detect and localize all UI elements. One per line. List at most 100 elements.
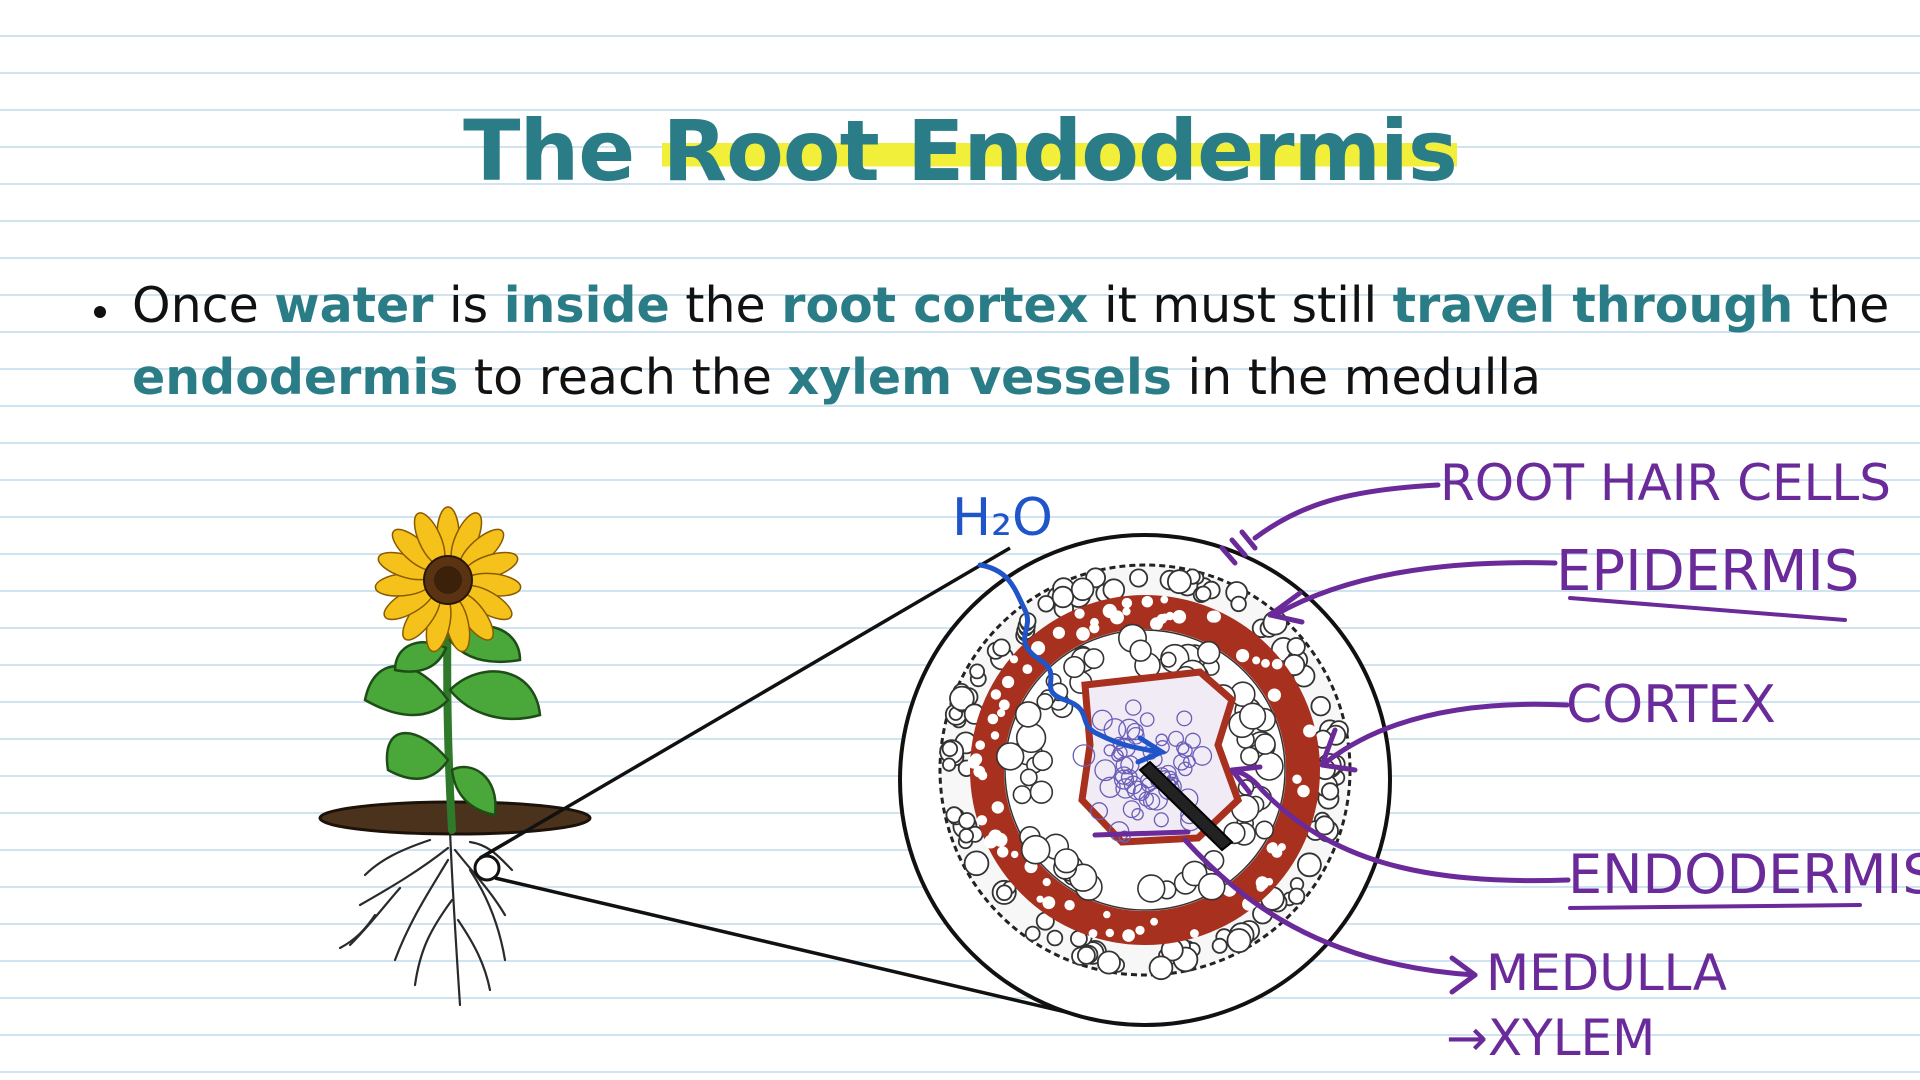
endodermis-cell <box>1165 611 1175 621</box>
xylem-cell <box>1173 753 1190 771</box>
endodermis-cell <box>990 731 1000 740</box>
xylem-cell <box>1099 776 1121 798</box>
cortex-cell <box>1238 702 1267 730</box>
text: to reach the <box>458 349 788 406</box>
endodermis-cell <box>1261 658 1270 668</box>
endodermis-cell <box>1160 595 1169 604</box>
endodermis-cell <box>1303 724 1317 738</box>
cortex-cell <box>1083 648 1105 670</box>
endodermis-cell <box>967 756 980 769</box>
epidermis-arrow <box>1272 560 1558 618</box>
cortex-cell <box>1063 655 1086 679</box>
text: is <box>433 277 504 334</box>
endodermis-cell <box>1141 596 1154 608</box>
bullet-point: Once water is inside the root cortex it … <box>88 270 1912 414</box>
cortex-cell <box>1196 640 1221 665</box>
cortex-cell <box>1197 872 1226 901</box>
root-cross-section <box>898 533 1392 1027</box>
epidermis-cell <box>1321 782 1340 801</box>
endodermis-cell <box>1236 649 1250 663</box>
label-medulla: MEDULLA <box>1486 944 1727 1002</box>
epidermis-cell <box>992 638 1011 657</box>
epidermis-cell <box>1314 815 1335 836</box>
epidermis-cell <box>1310 696 1331 717</box>
endodermis-cell <box>1135 925 1145 935</box>
endodermis-cell <box>1208 610 1221 623</box>
xylem-cell <box>1108 821 1130 842</box>
keyword: inside <box>503 277 670 334</box>
endodermis-cell <box>1088 929 1098 938</box>
xylem-cell <box>1118 718 1141 741</box>
epidermis-cell <box>1195 585 1212 603</box>
epidermis-cell <box>1070 577 1095 602</box>
label-cortex: CORTEX <box>1566 675 1776 735</box>
cortex-cell <box>1012 785 1032 805</box>
title-highlight: Root Endodermis <box>662 102 1458 200</box>
text: it must still <box>1088 277 1393 334</box>
epidermis-cell <box>1167 569 1192 595</box>
xylem-cell <box>1126 722 1144 741</box>
xylem-cell <box>1125 699 1142 716</box>
epidermis-cell <box>963 850 990 877</box>
endodermis-cell <box>1074 608 1085 619</box>
endodermis-cell <box>1277 843 1286 852</box>
text: Once <box>132 277 275 334</box>
text: the <box>1793 277 1890 334</box>
endodermis-cell <box>1150 917 1158 926</box>
epidermis-cell <box>1288 887 1306 905</box>
cortex-arrow <box>1322 701 1570 766</box>
endodermis-cell <box>1267 688 1281 702</box>
endodermis-cell <box>987 713 999 725</box>
endodermis-cell <box>1076 627 1090 641</box>
xylem-cell <box>1091 709 1113 731</box>
xylem-cell <box>1131 808 1144 821</box>
xylem-cell <box>1094 759 1117 782</box>
cortex-cell <box>995 742 1025 771</box>
endodermis-cell <box>1190 929 1199 938</box>
endodermis-arrow <box>1229 767 1571 884</box>
title-part: The <box>463 102 663 200</box>
endodermis-cell <box>1105 928 1115 938</box>
cortex-cell <box>1053 848 1080 874</box>
label-root-hair-cells: ROOT HAIR CELLS <box>1440 454 1891 512</box>
endodermis-cell <box>976 815 988 826</box>
keyword: xylem vessels <box>787 349 1172 406</box>
endodermis-cell <box>998 699 1010 711</box>
water-label: H₂O <box>952 488 1053 548</box>
epidermis-cell <box>995 884 1013 902</box>
endodermis-cell <box>1297 784 1310 798</box>
xylem-cell <box>1153 812 1169 828</box>
keyword: travel through <box>1392 277 1794 334</box>
cortex-cell <box>1014 701 1042 728</box>
endodermis-cell <box>1172 610 1187 624</box>
cortex-cell <box>1032 750 1054 772</box>
zoom-line-top <box>479 546 1011 860</box>
xylem-cell <box>1192 745 1213 766</box>
label-endodermis: ENDODERMIS <box>1568 843 1920 906</box>
endodermis-cell <box>1268 842 1278 852</box>
medulla-arrow <box>1182 837 1478 978</box>
epidermis-cell <box>1226 928 1252 954</box>
endodermis-cell <box>997 846 1009 858</box>
xylem-cell <box>1176 710 1193 727</box>
endodermis-cell <box>1042 896 1056 910</box>
cortex-cell <box>1137 874 1166 903</box>
endodermis-cell <box>1103 910 1111 919</box>
cortex-cell <box>1029 780 1054 804</box>
annotation-labels: ROOT HAIR CELLS EPIDERMIS CORTEX ENDODER… <box>1440 454 1920 1067</box>
medulla-underline <box>1092 829 1191 838</box>
cortex-cell <box>1160 651 1177 668</box>
endodermis-ring-outer <box>970 595 1320 945</box>
epidermis-underline <box>1568 596 1847 622</box>
endodermis-cell <box>1089 623 1100 634</box>
cortex-cell <box>1020 834 1051 865</box>
epidermis-cell <box>958 828 975 844</box>
zoom-line-bottom <box>494 876 1101 1022</box>
xylem-cell <box>1184 732 1201 749</box>
xylem-cell <box>1120 769 1138 786</box>
root-hair-arrow <box>1252 482 1441 541</box>
endodermis-cell <box>1036 895 1044 903</box>
flower-head <box>374 506 522 653</box>
endodermis-cell <box>1042 878 1051 887</box>
